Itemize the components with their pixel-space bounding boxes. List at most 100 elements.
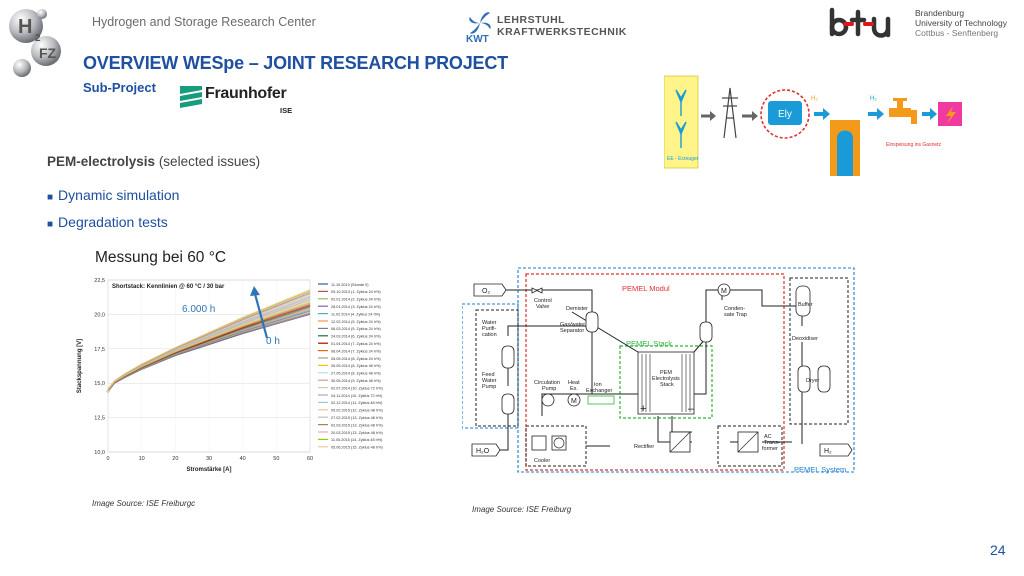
wind-turbine-icon xyxy=(675,89,687,148)
bullet-item: ■Degradation tests xyxy=(47,210,179,237)
rectifier-diagonal xyxy=(669,431,691,453)
modul-label: PEMEL Modul xyxy=(622,284,670,293)
feed-water-pump-label-2: Water xyxy=(482,378,497,384)
legend-entry: 02.03.2015 (13. Zyklus 48 h%) xyxy=(331,423,383,427)
bullet-item: ■ Dynamic simulation xyxy=(47,183,179,210)
transformer-diagonal xyxy=(737,431,759,453)
dryer-boundary xyxy=(789,277,849,425)
bullet-list: ■ Dynamic simulation ■Degradation tests xyxy=(47,183,179,237)
btu-line2: University of Technology xyxy=(915,18,1007,28)
page-number: 24 xyxy=(990,542,1006,558)
ee-label: EE - Erzeuger xyxy=(667,156,699,162)
x-tick-label: 50 xyxy=(273,456,279,462)
org-name: Hydrogen and Storage Research Center xyxy=(92,15,316,29)
electrolyser-box xyxy=(768,101,802,125)
legend-entry: 08.04.2014 (7. Zyklus 24 h%) xyxy=(331,349,381,353)
stack-plus: + xyxy=(640,403,646,415)
y-tick-label: 10,0 xyxy=(94,450,105,456)
legend-entry: 09.10.2013 (1. Zyklus 24 h%) xyxy=(331,290,381,294)
kwt-line2: KRAFTWERKSTECHNIK xyxy=(497,26,627,38)
legend-entry: 02.07.2014 (10. Zyklus 72 h%) xyxy=(331,386,383,390)
water-purification-label-1: Water xyxy=(482,320,497,326)
stack-minus: – xyxy=(688,403,695,415)
cooler-label: Cooler xyxy=(534,458,550,464)
y-tick-label: 15,0 xyxy=(94,381,105,387)
control-valve-label-2: Valve xyxy=(536,304,549,310)
legend-entry: 27.02.2015 (13. Zyklus 48 h%) xyxy=(331,416,383,420)
stack-label-2: Electrolysis xyxy=(652,376,680,382)
arrow-5-head xyxy=(930,108,937,120)
h2fz-logo: H FZ 2 xyxy=(9,9,61,77)
dryer-vessel-1 xyxy=(797,365,811,393)
svg-text:FZ: FZ xyxy=(39,45,57,61)
stack-label-1: PEM xyxy=(660,370,672,376)
series-line xyxy=(107,289,311,389)
circulation-pump-label-2: Pump xyxy=(542,386,556,392)
svg-text:2: 2 xyxy=(35,33,41,44)
control-valve-icon xyxy=(531,287,543,294)
legend-entry: 04.11.2014 (10. Zyklus 72 h%) xyxy=(331,394,383,398)
legend-entry: 05.02.2015 (12. Zyklus 48 h%) xyxy=(331,409,383,413)
kwt-logo: KWT xyxy=(466,12,491,44)
gas-water-separator-label-2: Separator xyxy=(560,328,584,334)
transformer-label-1: AC xyxy=(764,434,772,440)
arrow-4-head xyxy=(877,108,884,120)
heat-ex-label-1: Heat xyxy=(568,380,580,386)
pylon-icon xyxy=(722,87,738,139)
h2-label: H₂ xyxy=(824,448,832,455)
gas-tap-icon xyxy=(889,98,917,124)
x-tick-label: 20 xyxy=(172,456,178,462)
transformer-label-2: Trans- xyxy=(764,440,780,446)
ely-label: Ely xyxy=(778,109,792,120)
demister-label: Demister xyxy=(566,306,588,312)
feed-water-pump-label-3: Pump xyxy=(482,384,496,390)
dryer-vessel-2 xyxy=(817,365,831,393)
svg-text:H: H xyxy=(18,16,32,38)
fraunhofer-name: Fraunhofer xyxy=(205,85,287,102)
modul-boundary xyxy=(525,273,785,471)
legend-entry: 28.01.2014 (3. Zyklus 24 h%) xyxy=(331,305,381,309)
x-tick-label: 10 xyxy=(139,456,145,462)
circulation-pump-label-1: Circulation xyxy=(534,380,560,386)
y-tick-label: 12,5 xyxy=(94,416,105,422)
section-heading: PEM-electrolysis (selected issues) xyxy=(47,154,260,169)
btu-name: Brandenburg University of Technology Cot… xyxy=(915,8,1007,38)
pemel-system-diagram: O₂ H₂O H₂ PEMEL Modul PEMEL Stack PEMEL … xyxy=(462,267,855,474)
dryer-label: Dryer xyxy=(806,378,820,384)
arrow-1-head xyxy=(710,111,716,121)
annotation-0h: 0 h xyxy=(266,336,280,347)
h2-label-1: H₂ xyxy=(811,96,818,102)
btu-logo xyxy=(829,7,891,38)
bullet-text: Dynamic simulation xyxy=(58,187,180,203)
motor-icon xyxy=(717,283,731,297)
image-source-left: Image Source: ISE Freiburgc xyxy=(92,499,196,508)
h2-label-2: H₂ xyxy=(870,96,877,102)
legend-entry: 12.02.2014 (5. Zyklus 24 h%) xyxy=(331,320,381,324)
bullet-marker: ■ xyxy=(47,219,54,230)
chart-legend: 11.10.2013 (Stunde 0)09.10.2013 (1. Zykl… xyxy=(318,283,383,450)
condensate-trap-label-1: Conden- xyxy=(724,306,745,312)
legend-entry: 24.03.2014 (6. Zyklus 24 h%) xyxy=(331,335,381,339)
legend-entry: 01.04.2014 (7. Zyklus 24 h%) xyxy=(331,342,381,346)
rectifier-label: Rectifier xyxy=(634,444,654,450)
buffer-label: Buffer xyxy=(798,302,813,308)
chart-grid xyxy=(107,279,311,453)
slide-title: OVERVIEW WESpe – JOINT RESEARCH PROJECT xyxy=(83,53,508,73)
y-tick-label: 20,0 xyxy=(94,312,105,318)
chart-title: Shortstack: Kennlinien @ 60 °C / 30 bar xyxy=(112,284,225,290)
stack-label-3: Stack xyxy=(660,382,674,388)
legend-entry: 26.05.2014 (8. Zyklus 48 h%) xyxy=(331,364,381,368)
motor-label: M xyxy=(721,288,727,295)
series-point xyxy=(106,390,110,393)
legend-entry: 20.03.2015 (13. Zyklus 48 h%) xyxy=(331,431,383,435)
x-tick-label: 0 xyxy=(106,456,109,462)
cooler-unit-1 xyxy=(531,435,547,451)
ion-exchanger-label-2: Exchanger xyxy=(586,388,612,394)
legend-entry: 06.03.2014 (5. Zyklus 24 h%) xyxy=(331,327,381,331)
circulation-pump-icon xyxy=(541,393,555,407)
bullet-marker: ■ xyxy=(47,192,54,203)
o2-outlet xyxy=(473,283,507,297)
h2-outlet xyxy=(819,443,853,457)
